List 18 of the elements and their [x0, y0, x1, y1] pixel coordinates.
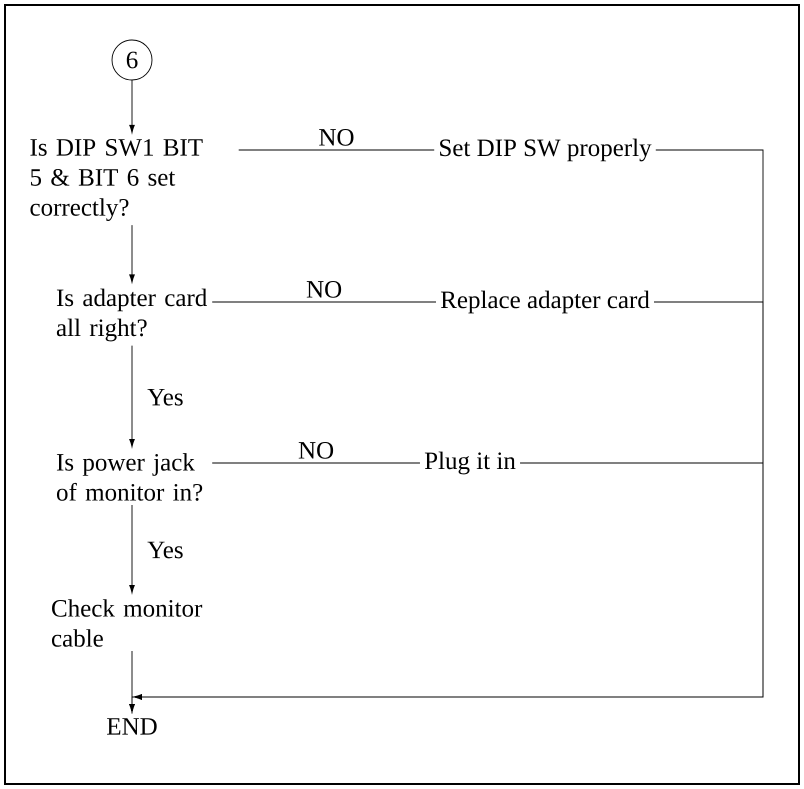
edge-label: Yes: [146, 388, 185, 407]
edge-label: NO: [297, 441, 336, 460]
arrow: [129, 80, 135, 133]
edge-label: NO: [305, 280, 344, 299]
edge-label: NO: [317, 128, 356, 147]
arrow: [129, 345, 135, 448]
arrow: [129, 462, 764, 712]
action-text: Set DIP SW properly: [440, 138, 652, 162]
end-text: END: [107, 718, 157, 735]
arrow: [129, 504, 135, 594]
question-text: Is DIP SW1 BIT 5 & BIT 6 set correctly?: [30, 139, 203, 221]
question-text: Is power jack of monitor in?: [56, 453, 202, 501]
arrow: [129, 224, 135, 283]
question-text: Is adapter card all right?: [56, 288, 207, 342]
action-text: Check monitor cable: [52, 599, 202, 647]
edge-label: Yes: [146, 540, 185, 560]
action-text: Plug it in: [424, 452, 516, 474]
action-text: Replace adapter card: [440, 290, 650, 314]
